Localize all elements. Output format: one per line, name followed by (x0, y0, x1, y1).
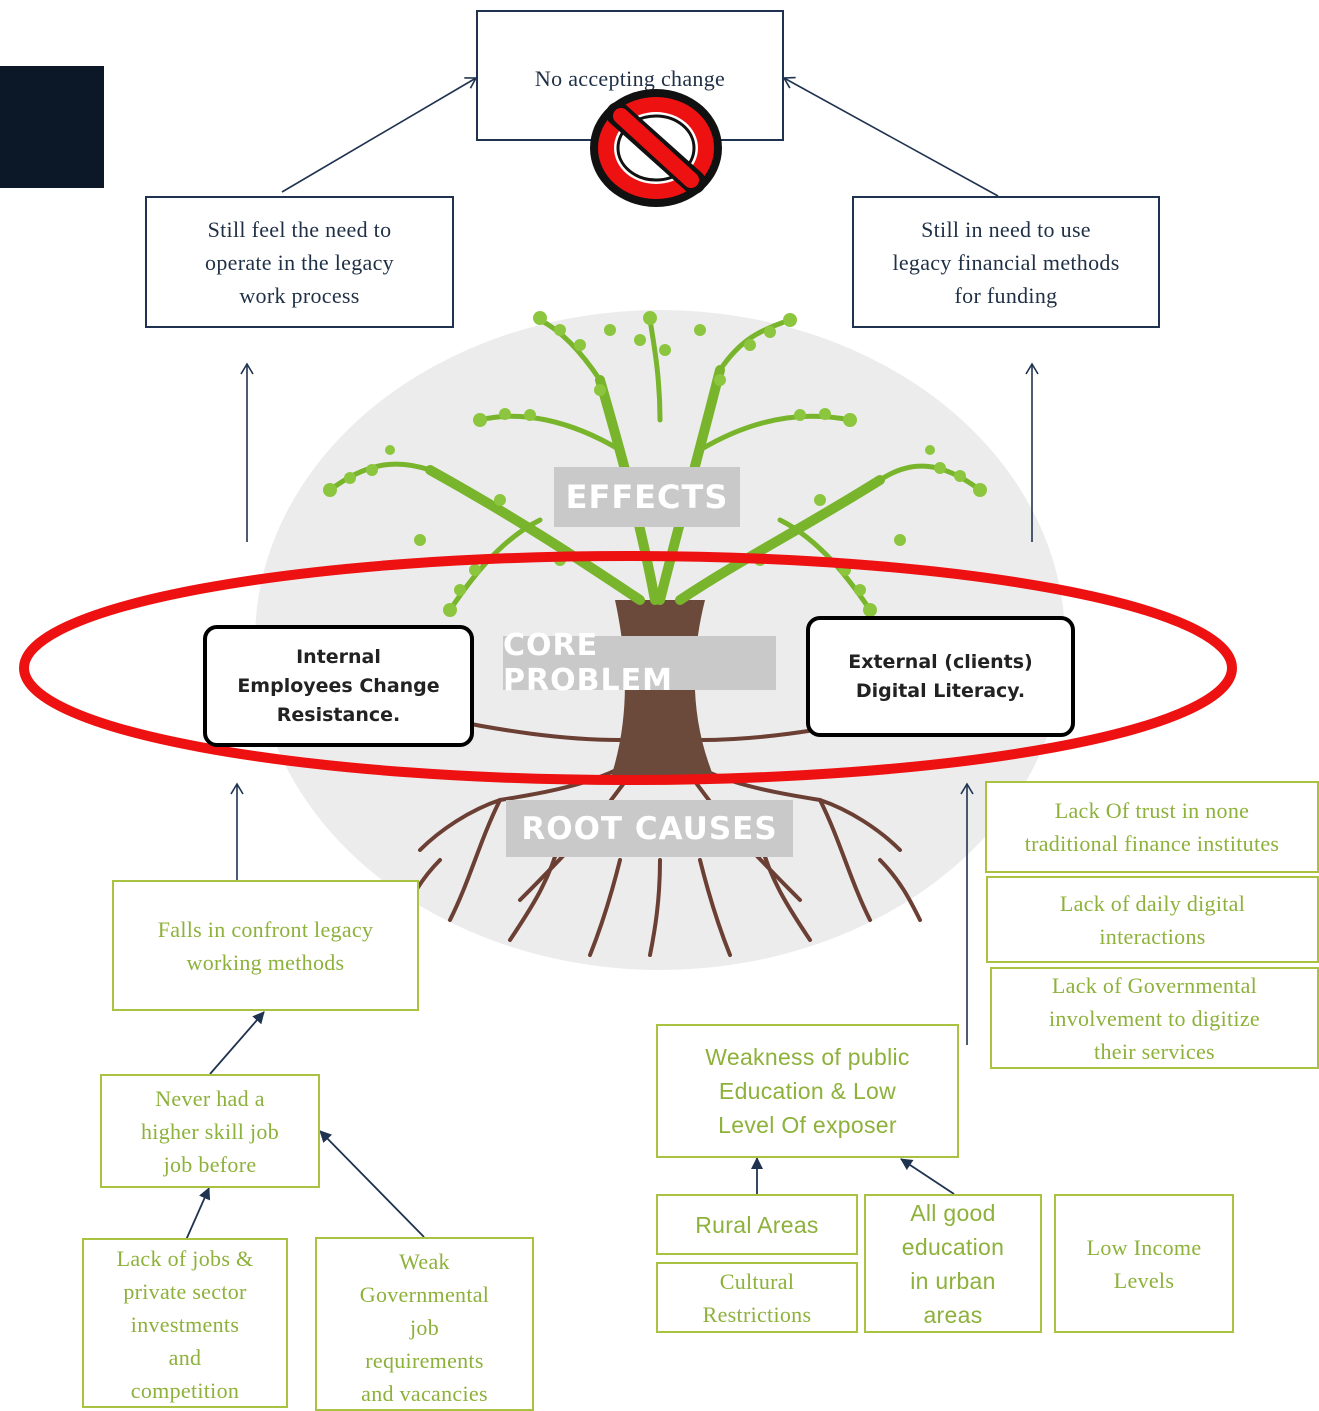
cause-never-had-box: Never had a higher skill job job before (100, 1074, 320, 1188)
highlight-ellipse (19, 551, 1237, 785)
cause-urban-label: All good education in urban areas (901, 1199, 1005, 1328)
arrow-urban-to-weakness (900, 1158, 955, 1195)
cause-rural-label: Rural Areas (695, 1211, 819, 1238)
core-internal-label: Internal Employees Change Resistance. (237, 645, 440, 726)
core-external-box: External (clients) Digital Literacy. (806, 616, 1075, 737)
effects-label: EFFECTS (554, 467, 740, 527)
cause-low-income-label: Low Income Levels (1086, 1234, 1202, 1293)
arrow-weakgov-to-never (319, 1130, 425, 1238)
cause-lack-trust-label: Lack Of trust in none traditional financ… (1024, 798, 1280, 856)
cause-cultural-box: Cultural Restrictions (656, 1262, 858, 1333)
cause-low-income-box: Low Income Levels (1054, 1194, 1234, 1333)
cause-weakness-label: Weakness of public Education & Low Level… (705, 1044, 910, 1138)
effect-right-box: Still in need to use legacy financial me… (852, 196, 1160, 328)
cause-lack-daily-box: Lack of daily digital interactions (986, 876, 1319, 963)
cause-lack-gov-box: Lack of Governmental involvement to digi… (990, 967, 1319, 1069)
cause-cultural-label: Cultural Restrictions (702, 1268, 812, 1327)
cause-never-had-label: Never had a higher skill job job before (140, 1085, 279, 1177)
cause-weak-gov-label: Weak Governmental job requirements and v… (359, 1249, 490, 1406)
effect-right-label: Still in need to use legacy financial me… (892, 216, 1120, 308)
cause-urban-box: All good education in urban areas (864, 1194, 1042, 1333)
arrow-left-effect-to-top (281, 77, 478, 193)
cause-lack-gov-label: Lack of Governmental involvement to digi… (1049, 972, 1260, 1064)
effect-left-box: Still feel the need to operate in the le… (145, 196, 454, 328)
core-problem-label: CORE PROBLEM (503, 628, 776, 698)
cause-lack-daily-label: Lack of daily digital interactions (1059, 890, 1246, 949)
cause-lack-trust-box: Lack Of trust in none traditional financ… (985, 781, 1319, 873)
arrow-lackjobs-to-never (185, 1187, 211, 1241)
no-entry-icon (590, 89, 722, 207)
arrow-never-to-falls (209, 1011, 265, 1075)
core-external-label: External (clients) Digital Literacy. (848, 650, 1033, 702)
cause-rural-box: Rural Areas (656, 1194, 858, 1255)
root-causes-label: ROOT CAUSES (506, 800, 793, 857)
arrow-right-effect-to-top (782, 76, 999, 197)
effect-top-label: No accepting change (534, 66, 726, 91)
cause-weak-gov-box: Weak Governmental job requirements and v… (315, 1237, 534, 1411)
cause-weakness-box: Weakness of public Education & Low Level… (656, 1024, 959, 1158)
dark-block (0, 66, 104, 188)
cause-falls-label: Falls in confront legacy working methods (157, 916, 374, 975)
cause-falls-box: Falls in confront legacy working methods (112, 880, 419, 1011)
core-internal-box: Internal Employees Change Resistance. (203, 625, 474, 747)
cause-lack-jobs-label: Lack of jobs & private sector investment… (116, 1246, 254, 1403)
cause-lack-jobs-box: Lack of jobs & private sector investment… (82, 1238, 288, 1408)
effect-left-label: Still feel the need to operate in the le… (205, 216, 394, 308)
